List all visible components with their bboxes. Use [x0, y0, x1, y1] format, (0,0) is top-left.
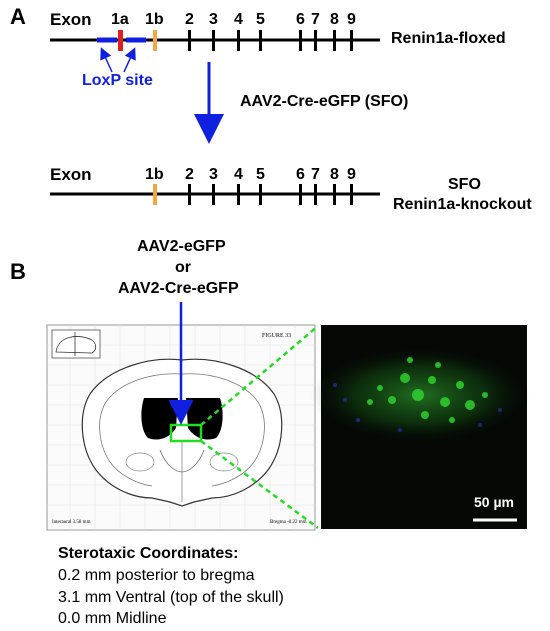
gfp-cells: [367, 357, 488, 423]
exon-label-top: Exon: [50, 10, 92, 29]
exon-4: [237, 30, 240, 51]
ko-exon-2: [188, 184, 191, 205]
atlas-interaural-label: Interaural 3.58 mm: [52, 520, 91, 525]
ko-exon-number-6: 6: [296, 166, 305, 183]
ko-exon-5: [259, 184, 262, 205]
loxp-arrow-left: [100, 47, 113, 73]
injection-label-1: AAV2-eGFP: [137, 238, 226, 255]
ko-exon-number-3: 3: [209, 166, 218, 183]
ko-label-line1: SFO: [448, 176, 481, 193]
atlas-inset-brain-outline: [55, 336, 97, 354]
zoom-line-bottom: [200, 439, 319, 530]
exon-9: [350, 30, 353, 51]
ko-exon-number-7: 7: [311, 166, 320, 183]
exon-number-9: 9: [347, 11, 356, 28]
ko-exon-number-2: 2: [185, 166, 194, 183]
exon-1b: [153, 30, 157, 51]
loxp-arrow-right: [123, 47, 136, 73]
coordinates-title: Sterotaxic Coordinates:: [58, 545, 239, 562]
panel-a-letter: A: [10, 4, 26, 29]
atlas-bregma-label: Bregma -0.22 mm: [270, 520, 307, 525]
exon-3: [212, 30, 215, 51]
coordinate-posterior: 0.2 mm posterior to bregma: [58, 567, 255, 584]
fluorescence-micrograph: [310, 325, 530, 529]
ko-exon-7: [314, 184, 317, 205]
ko-exon-number-5: 5: [256, 166, 265, 183]
exon-number-5: 5: [256, 11, 265, 28]
exon-1a: [118, 30, 123, 51]
ko-exon-9: [350, 184, 353, 205]
panel-b-letter: B: [10, 259, 26, 284]
ko-exon-number-1b: 1b: [145, 166, 164, 183]
ko-exon-1b: [153, 184, 157, 205]
exon-number-4: 4: [234, 11, 243, 28]
injection-label-3: AAV2-Cre-eGFP: [118, 280, 239, 297]
coordinate-midline: 0.0 mm Midline: [58, 610, 167, 627]
loxp-label: LoxP site: [82, 72, 153, 89]
ko-exon-number-8: 8: [330, 166, 339, 183]
ko-label-line2: Renin1a-knockout: [393, 196, 532, 213]
transduction-label: AAV2-Cre-eGFP (SFO): [240, 93, 409, 110]
nuclei-stain: [333, 383, 502, 432]
ko-exon-8: [333, 184, 336, 205]
ko-exon-3: [212, 184, 215, 205]
exon-number-1a: 1a: [111, 11, 129, 28]
exon-6: [299, 30, 302, 51]
exon-8: [333, 30, 336, 51]
atlas-figure-label: FIGURE 33: [262, 333, 292, 339]
exon-number-1b: 1b: [145, 11, 164, 28]
coordinate-ventral: 3.1 mm Ventral (top of the skull): [58, 589, 284, 606]
gene-label-floxed: Renin1a-floxed: [391, 30, 506, 47]
injection-label-2: or: [175, 259, 191, 276]
exon-number-2: 2: [185, 11, 194, 28]
ko-exon-number-4: 4: [234, 166, 243, 183]
lateral-ventricle-right: [186, 398, 223, 440]
exon-number-6: 6: [296, 11, 305, 28]
exon-number-8: 8: [330, 11, 339, 28]
exon-number-3: 3: [209, 11, 218, 28]
zoom-line-top: [200, 325, 319, 426]
exon-label-bottom: Exon: [50, 165, 92, 184]
exon-7: [314, 30, 317, 51]
sfo-target-box: [169, 423, 203, 443]
ko-exon-6: [299, 184, 302, 205]
knockout-gene-diagram: [50, 184, 380, 205]
ko-exon-4: [237, 184, 240, 205]
exon-2: [188, 30, 191, 51]
floxed-gene-diagram: [50, 30, 380, 73]
exon-5: [259, 30, 262, 51]
exon-number-7: 7: [311, 11, 320, 28]
ko-exon-number-9: 9: [347, 166, 356, 183]
scale-bar-label: 50 µm: [474, 494, 514, 510]
